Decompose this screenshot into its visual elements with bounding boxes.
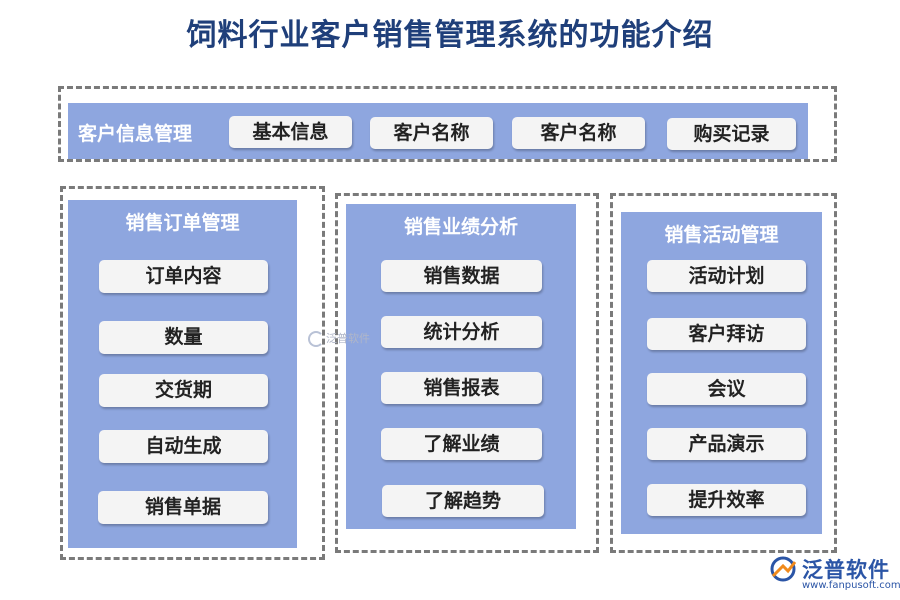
- top-section-frame: [58, 86, 837, 162]
- watermark-logo-icon: [308, 331, 324, 347]
- top-item-customer-name-1: 客户名称: [370, 117, 493, 149]
- top-item-basic-info: 基本信息: [229, 116, 352, 148]
- top-item-customer-name-2: 客户名称: [512, 117, 645, 149]
- order-management-panel: 销售订单管理 订单内容 数量 交货期 自动生成 销售单据: [68, 200, 297, 548]
- order-item-3: 交货期: [99, 374, 268, 407]
- activity-management-frame: [610, 193, 837, 553]
- activity-item-4: 产品演示: [647, 428, 806, 460]
- performance-item-5: 了解趋势: [382, 485, 544, 517]
- fanpu-logo-icon: [770, 556, 797, 582]
- diagram-title: 饲料行业客户销售管理系统的功能介绍: [186, 18, 714, 53]
- activity-item-3: 会议: [647, 373, 806, 405]
- order-item-1: 订单内容: [99, 260, 268, 293]
- order-item-4: 自动生成: [99, 430, 268, 463]
- order-management-frame: [60, 186, 325, 560]
- performance-analysis-panel: 销售业绩分析 销售数据 统计分析 销售报表 了解业绩 了解趋势: [346, 204, 576, 529]
- performance-item-2: 统计分析: [381, 316, 542, 348]
- brand-logo: 泛普软件 www.fanpusoft.com: [768, 552, 900, 598]
- performance-item-3: 销售报表: [381, 372, 542, 404]
- watermark-text: 泛普软件: [326, 332, 370, 345]
- performance-analysis-title: 销售业绩分析: [403, 216, 518, 238]
- top-section-panel: 客户信息管理 基本信息 客户名称 客户名称 购买记录: [68, 103, 808, 159]
- activity-item-2: 客户拜访: [647, 318, 806, 350]
- activity-management-panel: 销售活动管理 活动计划 客户拜访 会议 产品演示 提升效率: [621, 212, 822, 534]
- performance-item-4: 了解业绩: [381, 428, 542, 460]
- performance-item-1: 销售数据: [381, 260, 542, 292]
- order-item-2: 数量: [99, 321, 268, 354]
- watermark: 泛普软件: [308, 330, 370, 347]
- activity-item-1: 活动计划: [647, 260, 806, 292]
- order-management-title: 销售订单管理: [125, 212, 240, 234]
- activity-management-title: 销售活动管理: [664, 224, 779, 246]
- logo-name: 泛普软件: [802, 558, 890, 582]
- top-item-purchase-record: 购买记录: [667, 118, 796, 150]
- order-item-5: 销售单据: [98, 491, 268, 524]
- logo-url: www.fanpusoft.com: [802, 580, 900, 591]
- performance-analysis-frame: [335, 193, 599, 553]
- activity-item-5: 提升效率: [647, 484, 806, 516]
- top-section-label: 客户信息管理: [78, 123, 193, 145]
